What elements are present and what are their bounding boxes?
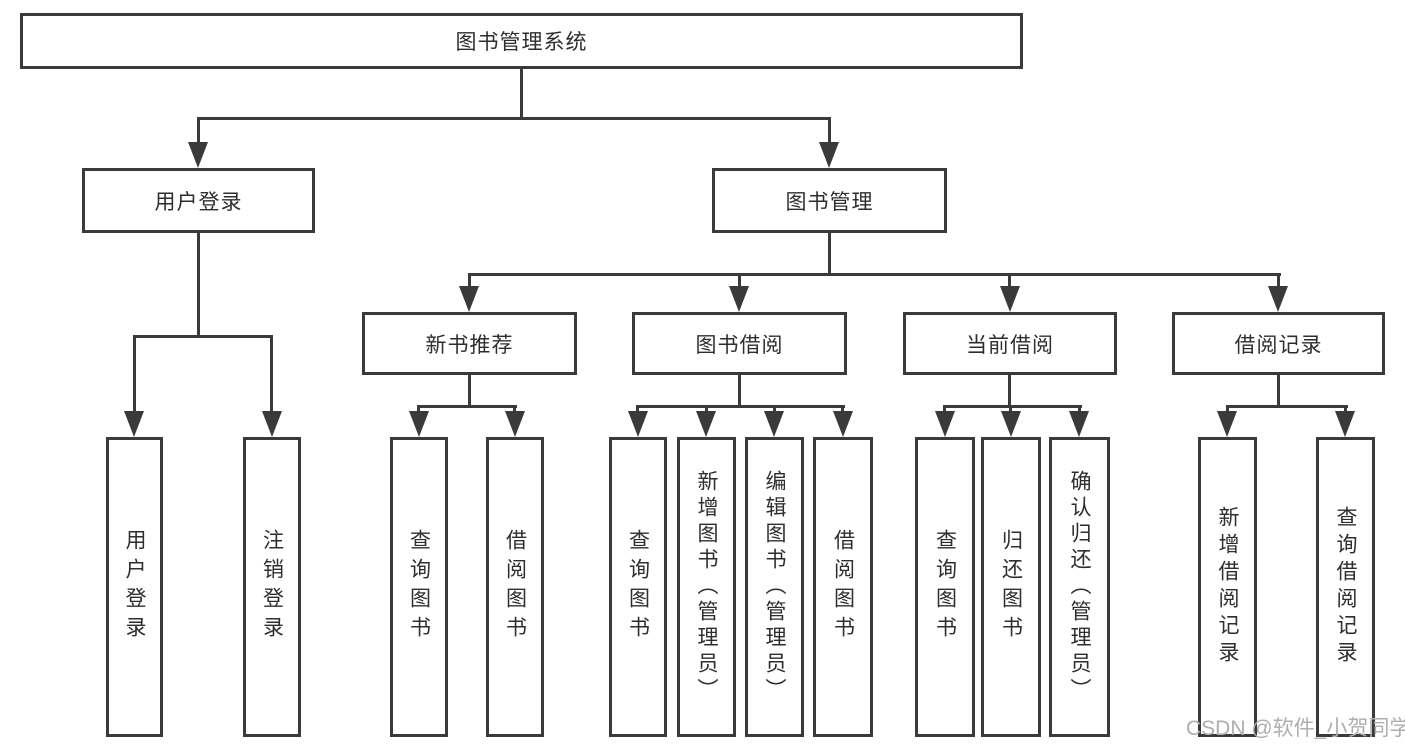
arrow-down-icon (628, 411, 648, 437)
arrow-down-icon (935, 411, 955, 437)
connector-leaf-stem (705, 405, 708, 413)
arrow-down-icon (729, 286, 749, 312)
leaf-confirm-return-admin: 确认归还（管理员） (1049, 437, 1110, 737)
leaf-borrow-books-borrowing: 借阅图书 (813, 437, 873, 737)
leaf-query-books-recommend: 查询图书 (390, 437, 448, 737)
arrow-down-icon (505, 411, 525, 437)
arrow-down-icon (1217, 411, 1237, 437)
node-borrowing-records: 借阅记录 (1172, 312, 1385, 375)
leaf-logout: 注销登录 (243, 437, 301, 737)
connector-leaf-stem (1226, 405, 1229, 413)
leaf-return-books: 归还图书 (981, 437, 1041, 737)
connector-user-login-rail (133, 335, 273, 338)
connector-group-rail (1226, 405, 1348, 408)
connector-group-rail (636, 405, 845, 408)
connector-group-down (738, 375, 741, 408)
connector-leaf-stem (133, 335, 136, 413)
leaf-borrow-books-recommend: 借阅图书 (486, 437, 544, 737)
connector-level3-stem (1008, 273, 1011, 288)
connector-leaf-stem (1009, 405, 1012, 413)
arrow-down-icon (124, 411, 144, 437)
connector-group-rail (943, 405, 1082, 408)
csdn-watermark: CSDN @软件_小贺同学 (1186, 717, 1405, 740)
connector-leaf-stem (513, 405, 516, 413)
connector-group-down (1008, 375, 1011, 408)
connector-level3-rail (468, 273, 1281, 276)
connector-level3-stem (1277, 273, 1280, 288)
arrow-down-icon (459, 286, 479, 312)
arrow-down-icon (409, 411, 429, 437)
connector-leaf-stem (773, 405, 776, 413)
connector-book-mgmt-down (828, 233, 831, 276)
connector-leaf-stem (943, 405, 946, 413)
connector-leaf-stem (270, 335, 273, 413)
arrow-down-icon (1268, 286, 1288, 312)
node-new-book-recommendation: 新书推荐 (362, 312, 577, 375)
connector-level3-stem (738, 273, 741, 288)
connector-user-login-down (197, 233, 200, 337)
leaf-add-books-admin: 新增图书（管理员） (677, 437, 736, 737)
connector-group-down (468, 375, 471, 408)
connector-leaf-stem (841, 405, 844, 413)
arrow-down-icon (262, 411, 282, 437)
leaf-user-login: 用户登录 (106, 437, 163, 737)
arrow-down-icon (1000, 286, 1020, 312)
connector-level2-rail (197, 117, 831, 120)
leaf-edit-books-admin: 编辑图书（管理员） (745, 437, 804, 737)
node-user-login: 用户登录 (82, 168, 315, 233)
arrow-down-icon (1069, 411, 1089, 437)
arrow-down-icon (188, 142, 208, 168)
arrow-down-icon (696, 411, 716, 437)
leaf-query-books-borrowing: 查询图书 (609, 437, 667, 737)
connector-leaf-stem (417, 405, 420, 413)
arrow-down-icon (764, 411, 784, 437)
arrow-down-icon (833, 411, 853, 437)
connector-group-rail (417, 405, 517, 408)
connector-group-down (1277, 375, 1280, 408)
arrow-down-icon (1001, 411, 1021, 437)
connector-book-mgmt-stem (828, 117, 831, 144)
leaf-query-borrow-record: 查询借阅记录 (1316, 437, 1375, 737)
leaf-add-borrow-record: 新增借阅记录 (1198, 437, 1257, 737)
connector-leaf-stem (1344, 405, 1347, 413)
arrow-down-icon (1335, 411, 1355, 437)
leaf-query-books-current: 查询图书 (915, 437, 975, 737)
node-book-borrowing: 图书借阅 (632, 312, 847, 375)
node-library-management-system: 图书管理系统 (20, 13, 1023, 69)
node-current-borrowing: 当前借阅 (903, 312, 1117, 375)
connector-level3-stem (468, 273, 471, 288)
connector-user-login-stem (197, 117, 200, 144)
connector-leaf-stem (1078, 405, 1081, 413)
node-book-management: 图书管理 (712, 168, 947, 233)
connector-leaf-stem (636, 405, 639, 413)
arrow-down-icon (819, 142, 839, 168)
connector-root-stem (520, 69, 523, 117)
